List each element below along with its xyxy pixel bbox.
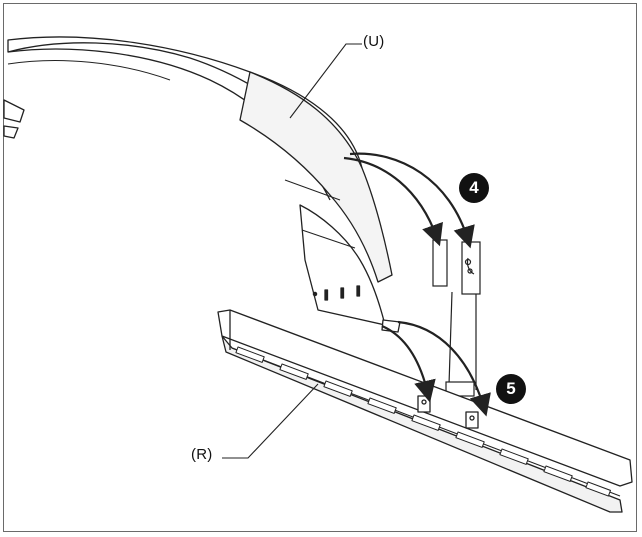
step-badge-5: 5	[496, 374, 526, 404]
vertical-brackets	[432, 239, 481, 397]
upper-part-u	[3, 36, 401, 333]
arrow-step-5-right	[397, 320, 491, 417]
leader-line-r	[222, 383, 319, 459]
step-badge-4: 4	[459, 173, 489, 203]
leader-lines	[222, 43, 362, 459]
assembly-arrows	[343, 152, 491, 417]
arrow-step-4-right	[349, 152, 475, 249]
leader-line-u	[289, 43, 362, 119]
arrow-step-4-left	[343, 156, 443, 247]
label-upper-part: (U)	[363, 33, 385, 50]
rail-r	[217, 309, 633, 513]
label-rail: (R)	[191, 446, 213, 463]
arrow-step-5-left	[381, 324, 436, 403]
